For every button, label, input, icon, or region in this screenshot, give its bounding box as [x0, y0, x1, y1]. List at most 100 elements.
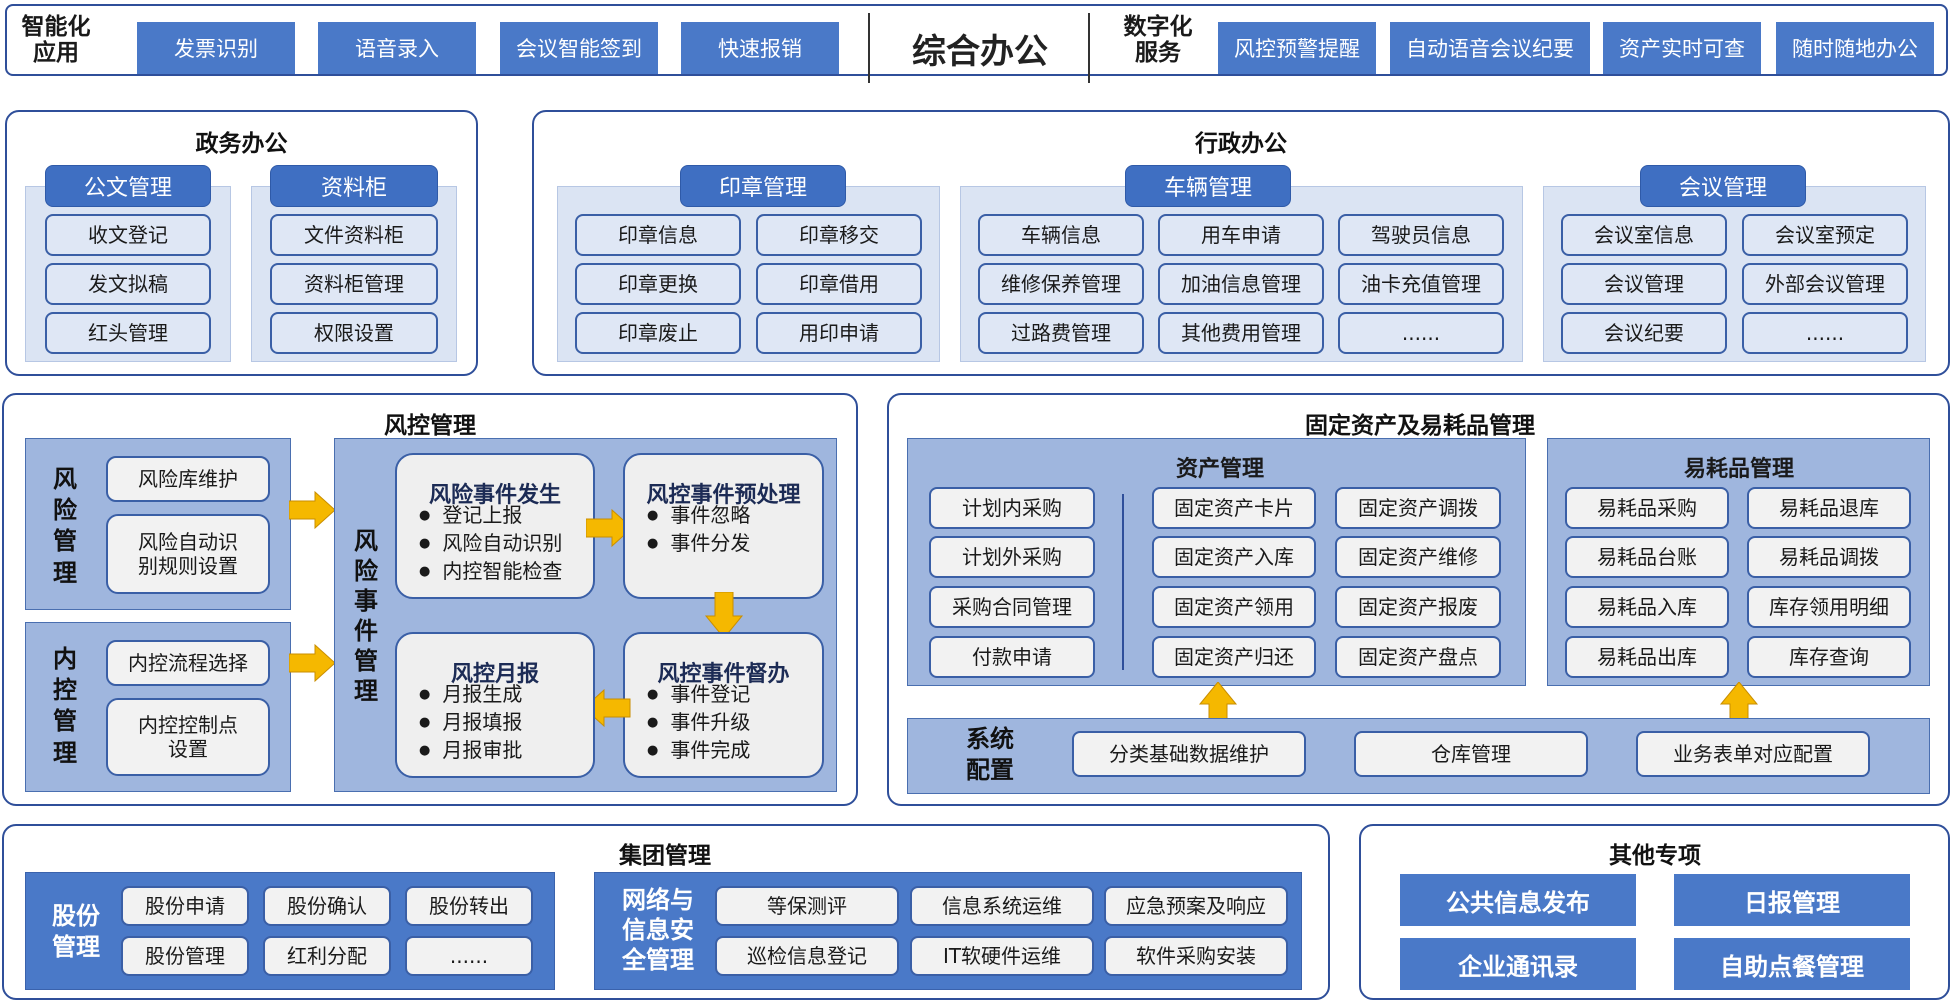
- doc-mgmt-header[interactable]: 公文管理: [45, 165, 211, 207]
- asset-item[interactable]: 付款申请: [929, 636, 1095, 678]
- cabinet-item[interactable]: 权限设置: [270, 312, 438, 354]
- net-item[interactable]: 应急预案及响应: [1104, 886, 1288, 926]
- net-item[interactable]: 软件采购安装: [1104, 936, 1288, 976]
- meeting-item[interactable]: 会议室预定: [1742, 214, 1908, 256]
- vehicle-item[interactable]: 其他费用管理: [1158, 312, 1324, 354]
- arrow-right-icon: [289, 490, 336, 530]
- seal-item[interactable]: 印章废止: [575, 312, 741, 354]
- other-item-daily-report[interactable]: 日报管理: [1674, 874, 1910, 926]
- asset-item[interactable]: 固定资产调拨: [1335, 487, 1501, 529]
- meeting-item-more[interactable]: ......: [1742, 312, 1908, 354]
- top-btn-assets[interactable]: 资产实时可查: [1603, 22, 1761, 74]
- list-item: 事件忽略: [647, 503, 750, 531]
- vehicle-item[interactable]: 维修保养管理: [978, 263, 1144, 305]
- meeting-header[interactable]: 会议管理: [1640, 165, 1806, 207]
- doc-item[interactable]: 收文登记: [45, 214, 211, 256]
- doc-item[interactable]: 红头管理: [45, 312, 211, 354]
- asset-item[interactable]: 计划内采购: [929, 487, 1095, 529]
- vehicle-item[interactable]: 油卡充值管理: [1338, 263, 1504, 305]
- share-item[interactable]: 红利分配: [263, 936, 391, 976]
- risk-occur-box[interactable]: 风险事件发生 登记上报 风险自动识别 内控智能检查: [395, 453, 595, 599]
- asset-item[interactable]: 固定资产卡片: [1152, 487, 1316, 529]
- consumable-item[interactable]: 易耗品退库: [1747, 487, 1911, 529]
- vehicle-item-more[interactable]: ......: [1338, 312, 1504, 354]
- asset-item[interactable]: 采购合同管理: [929, 586, 1095, 628]
- cabinet-header[interactable]: 资料柜: [270, 165, 438, 207]
- risk-monthly-box[interactable]: 风控月报 月报生成 月报填报 月报审批: [395, 632, 595, 778]
- consumable-item[interactable]: 易耗品调拨: [1747, 536, 1911, 578]
- arrow-right-icon: [289, 643, 336, 683]
- meeting-item[interactable]: 会议纪要: [1561, 312, 1727, 354]
- asset-item[interactable]: 固定资产归还: [1152, 636, 1316, 678]
- consumable-item[interactable]: 易耗品出库: [1565, 636, 1729, 678]
- inner-item[interactable]: 内控流程选择: [106, 640, 270, 686]
- top-btn-mobile[interactable]: 随时随地办公: [1776, 22, 1934, 74]
- net-item[interactable]: IT软硬件运维: [910, 936, 1094, 976]
- list-item: 月报填报: [419, 710, 522, 738]
- share-item[interactable]: 股份管理: [121, 936, 249, 976]
- consumable-title: 易耗品管理: [1683, 457, 1794, 482]
- top-btn-voice[interactable]: 语音录入: [318, 22, 476, 74]
- config-item[interactable]: 业务表单对应配置: [1636, 731, 1870, 777]
- seal-item[interactable]: 印章更换: [575, 263, 741, 305]
- cabinet-item[interactable]: 资料柜管理: [270, 263, 438, 305]
- share-item[interactable]: 股份确认: [263, 886, 391, 926]
- risk-pre-box[interactable]: 风控事件预处理 事件忽略 事件分发: [623, 453, 824, 599]
- share-item[interactable]: 股份申请: [121, 886, 249, 926]
- meeting-item[interactable]: 会议室信息: [1561, 214, 1727, 256]
- asset-item[interactable]: 固定资产盘点: [1335, 636, 1501, 678]
- config-item[interactable]: 仓库管理: [1354, 731, 1588, 777]
- share-item-more[interactable]: ......: [405, 936, 533, 976]
- top-btn-invoice[interactable]: 发票识别: [137, 22, 295, 74]
- asset-item[interactable]: 固定资产报废: [1335, 586, 1501, 628]
- asset-item[interactable]: 固定资产入库: [1152, 536, 1316, 578]
- list-item: 内控智能检查: [419, 559, 562, 587]
- divider: [1088, 13, 1090, 83]
- list-item: 事件登记: [647, 682, 750, 710]
- asset-item[interactable]: 固定资产领用: [1152, 586, 1316, 628]
- vehicle-header[interactable]: 车辆管理: [1125, 165, 1291, 207]
- seal-header[interactable]: 印章管理: [680, 165, 846, 207]
- net-security-label: 网络与 信息安 全管理: [622, 886, 694, 974]
- seal-item[interactable]: 用印申请: [756, 312, 922, 354]
- risk-mgmt-label: 风 险 管 理: [53, 465, 77, 587]
- vehicle-item[interactable]: 车辆信息: [978, 214, 1144, 256]
- other-item-directory[interactable]: 企业通讯录: [1400, 938, 1636, 990]
- meeting-item[interactable]: 外部会议管理: [1742, 263, 1908, 305]
- vehicle-item[interactable]: 驾驶员信息: [1338, 214, 1504, 256]
- other-item-meal[interactable]: 自助点餐管理: [1674, 938, 1910, 990]
- vehicle-item[interactable]: 加油信息管理: [1158, 263, 1324, 305]
- cabinet-item[interactable]: 文件资料柜: [270, 214, 438, 256]
- seal-item[interactable]: 印章信息: [575, 214, 741, 256]
- seal-item[interactable]: 印章移交: [756, 214, 922, 256]
- top-btn-risk-alert[interactable]: 风控预警提醒: [1218, 22, 1376, 74]
- net-item[interactable]: 巡检信息登记: [715, 936, 899, 976]
- risk-item[interactable]: 风险库维护: [106, 456, 270, 502]
- arrow-right-icon: [586, 508, 633, 548]
- consumable-item[interactable]: 易耗品采购: [1565, 487, 1729, 529]
- page-title: 综合办公: [912, 32, 1048, 72]
- top-btn-reimburse[interactable]: 快速报销: [681, 22, 839, 74]
- other-item-public-info[interactable]: 公共信息发布: [1400, 874, 1636, 926]
- consumable-item[interactable]: 易耗品入库: [1565, 586, 1729, 628]
- share-item[interactable]: 股份转出: [405, 886, 533, 926]
- seal-item[interactable]: 印章借用: [756, 263, 922, 305]
- consumable-item[interactable]: 库存查询: [1747, 636, 1911, 678]
- top-btn-checkin[interactable]: 会议智能签到: [500, 22, 658, 74]
- asset-item[interactable]: 固定资产维修: [1335, 536, 1501, 578]
- meeting-item[interactable]: 会议管理: [1561, 263, 1727, 305]
- consumable-item[interactable]: 易耗品台账: [1565, 536, 1729, 578]
- top-btn-minutes[interactable]: 自动语音会议纪要: [1390, 22, 1590, 74]
- net-item[interactable]: 信息系统运维: [910, 886, 1094, 926]
- doc-item[interactable]: 发文拟稿: [45, 263, 211, 305]
- net-item[interactable]: 等保测评: [715, 886, 899, 926]
- list-item: 月报审批: [419, 738, 522, 766]
- risk-item[interactable]: 风险自动识 别规则设置: [106, 514, 270, 594]
- asset-item[interactable]: 计划外采购: [929, 536, 1095, 578]
- inner-item[interactable]: 内控控制点 设置: [106, 698, 270, 776]
- config-item[interactable]: 分类基础数据维护: [1072, 731, 1306, 777]
- risk-supervise-box[interactable]: 风控事件督办 事件登记 事件升级 事件完成: [623, 632, 824, 778]
- consumable-item[interactable]: 库存领用明细: [1747, 586, 1911, 628]
- vehicle-item[interactable]: 用车申请: [1158, 214, 1324, 256]
- vehicle-item[interactable]: 过路费管理: [978, 312, 1144, 354]
